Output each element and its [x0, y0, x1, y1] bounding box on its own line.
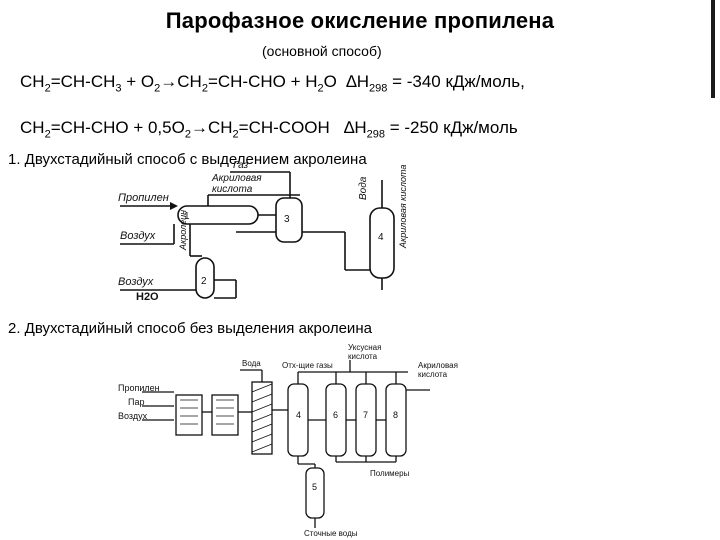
svg-text:7: 7: [363, 410, 368, 420]
right-edge-accent: [711, 0, 715, 98]
svg-text:6: 6: [333, 410, 338, 420]
slide-subtitle: (основной способ): [262, 43, 382, 59]
equation-1: CH2=CH-CH3 + O2→CH2=CH-CHO + H2O ∆H298 =…: [20, 72, 525, 95]
svg-text:8: 8: [393, 410, 398, 420]
column-5: [305, 467, 325, 519]
label-air-2: Воздух: [118, 276, 154, 288]
svg-text:4: 4: [378, 232, 384, 243]
svg-text:3: 3: [284, 214, 290, 225]
column-4: [287, 383, 309, 457]
label-exhaust: Отх-щие газы: [282, 361, 333, 370]
label-air-1: Воздух: [120, 230, 156, 242]
right-edge-bar: [708, 0, 720, 540]
label-acrolein: Акролеин: [178, 210, 188, 251]
svg-text:1: 1: [184, 211, 190, 222]
section-2-heading: 2. Двухстадийный способ без выделения ак…: [8, 320, 372, 337]
svg-text:кислота: кислота: [418, 370, 448, 379]
svg-text:5: 5: [312, 482, 317, 492]
svg-text:кислота: кислота: [212, 184, 253, 195]
label-propylene: Пропилен: [118, 192, 169, 204]
apparatus-2: [195, 257, 215, 299]
label-gas: Газ: [233, 160, 248, 171]
svg-text:4: 4: [296, 410, 301, 420]
label-polymers: Полимеры: [370, 469, 410, 478]
section-1-heading: 1. Двухстадийный способ с выделением акр…: [8, 151, 367, 168]
reactor-1: [175, 394, 203, 436]
label-acrylic-acid: Акриловая: [211, 173, 262, 184]
svg-text:2: 2: [201, 276, 207, 287]
label-water: Вода: [358, 176, 369, 200]
slide-title: Парофазное окисление пропилена: [165, 8, 555, 33]
equation-2: CH2=CH-CHO + 0,5O2→CH2=CH-COOH ∆H298 = -…: [20, 118, 518, 141]
column-6: [325, 383, 347, 457]
label-h2o: H2O: [136, 291, 159, 303]
label-propylene-2: Пропилен: [118, 383, 160, 393]
label-water-2: Вода: [242, 359, 261, 368]
label-waste-water: Сточные воды: [304, 529, 358, 538]
apparatus-3: [275, 197, 303, 243]
reactor-2: [211, 394, 239, 436]
label-acrylic-acid-out: Акриловая кислота: [398, 165, 408, 249]
label-steam: Пар: [128, 397, 144, 407]
column-8: [385, 383, 407, 457]
label-acrylic-acid-2: Акриловая: [418, 361, 458, 370]
svg-text:кислота: кислота: [348, 352, 378, 361]
label-air-3: Воздух: [118, 411, 148, 421]
label-acetic-acid: Уксусная: [348, 343, 381, 352]
column-7: [355, 383, 377, 457]
